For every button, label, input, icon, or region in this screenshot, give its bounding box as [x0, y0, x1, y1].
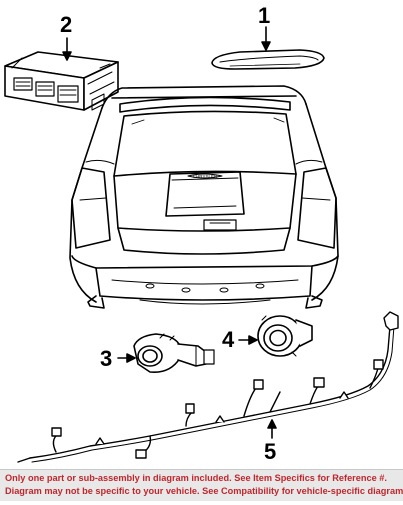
arrow-4 [248, 335, 258, 345]
callout-3: 3 [100, 346, 113, 371]
arrow-2 [62, 51, 72, 61]
callout-5: 5 [264, 439, 277, 464]
vehicle-rear [69, 85, 339, 309]
disclaimer-line-2: Diagram may not be specific to your vehi… [5, 486, 403, 496]
disclaimer-footer: Only one part or sub-assembly in diagram… [0, 469, 403, 501]
callout-2: 2 [60, 12, 73, 37]
part-5-wiring-harness [17, 311, 399, 463]
part-4-sensor-retainer [257, 315, 313, 357]
disclaimer-line-1: Only one part or sub-assembly in diagram… [5, 473, 387, 483]
part-2-control-module [4, 51, 119, 111]
arrow-5 [267, 419, 277, 429]
callout-4: 4 [222, 327, 235, 352]
callout-1: 1 [258, 3, 271, 28]
arrow-1 [261, 41, 271, 51]
rear-badge-text: CHRYSLER [193, 174, 218, 179]
part-1-stop-lamp [211, 49, 325, 70]
part-3-parking-sensor [133, 333, 215, 374]
arrow-3 [126, 353, 136, 363]
